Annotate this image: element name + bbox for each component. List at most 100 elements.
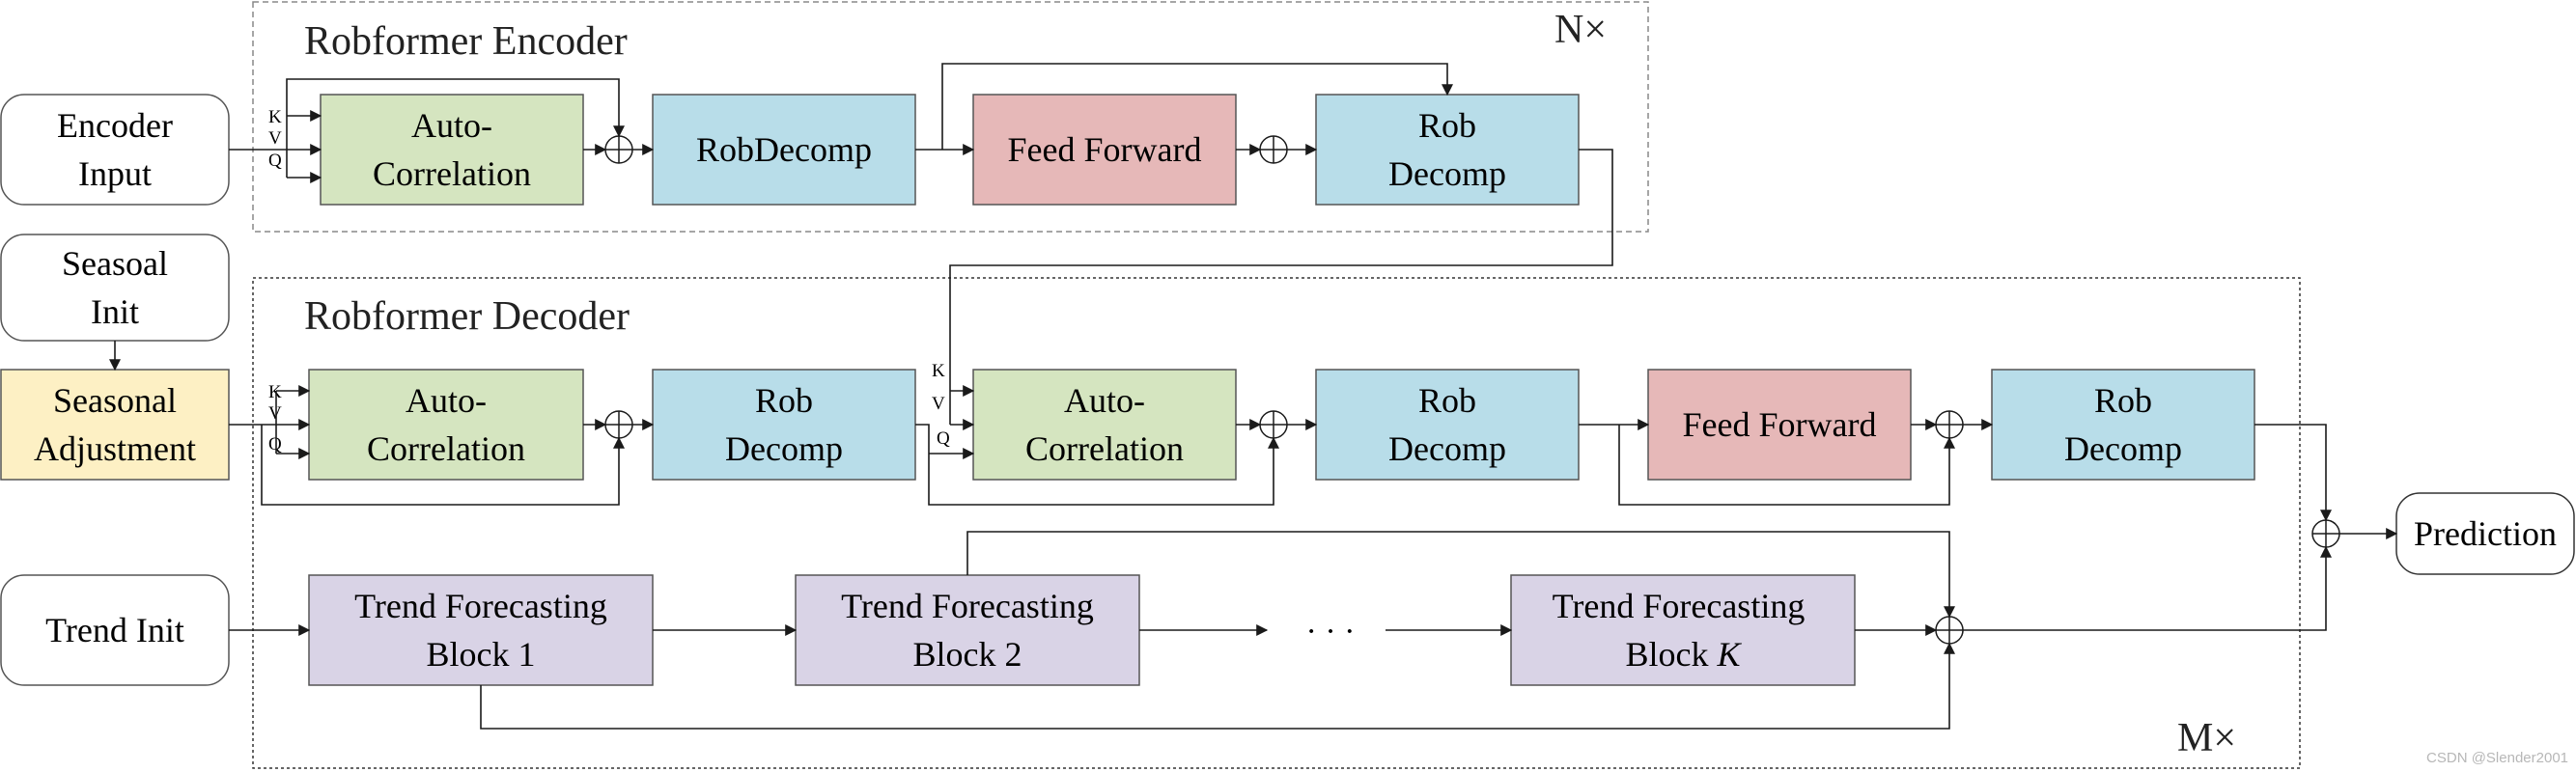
label-line: Correlation [1025, 429, 1184, 468]
trend-sum-node [1935, 616, 1964, 645]
label-line: Seasoal [62, 244, 168, 283]
dec-residual-3 [1618, 425, 1955, 506]
trend-init-box: Trend Init [0, 574, 230, 686]
enc-residual-1 [286, 78, 625, 138]
decoder-autocorrelation-1-box: Auto-Correlation [308, 369, 584, 481]
label-line: Rob [1418, 106, 1476, 145]
label-line: Feed Forward [1008, 130, 1202, 169]
label-line: Decomp [2064, 429, 2182, 468]
decoder-autocorrelation-2-label: Auto- Correlation [1025, 381, 1184, 468]
label-line: Auto- [411, 106, 492, 145]
ellipsis: · · · [1306, 614, 1356, 649]
encoder-container [252, 1, 1649, 233]
encoder-robdecomp-box: RobDecomp [652, 94, 916, 206]
enc-v-label: V [268, 128, 282, 149]
enc-k-label: K [268, 107, 282, 127]
encoder-autocorrelation-label: Auto- Correlation [373, 106, 531, 193]
encoder-feedforward-label: Feed Forward [1008, 130, 1202, 169]
trend-init-label: Trend Init [45, 611, 184, 649]
label-line: Block 2 [913, 635, 1022, 674]
trend-block-k-box: Trend Forecasting Block K [1510, 574, 1856, 686]
dec-sum-node-2 [1259, 410, 1288, 439]
label-line: Rob [755, 381, 813, 420]
label-line: Feed Forward [1683, 405, 1877, 444]
dec-residual-1 [261, 425, 625, 506]
label-line: RobDecomp [696, 130, 872, 169]
enc-residual-2 [941, 63, 1453, 150]
label-line: Seasonal [53, 381, 177, 420]
label-line: Correlation [367, 429, 525, 468]
encoder-feedforward-box: Feed Forward [972, 94, 1237, 206]
label-line: Rob [1418, 381, 1476, 420]
enc-sum-node-2 [1259, 135, 1288, 164]
output-sum-node [2311, 519, 2340, 548]
label-line: Decomp [1388, 429, 1506, 468]
label-line: Decomp [725, 429, 843, 468]
label-line: Trend Init [45, 611, 184, 649]
dec-residual-2 [928, 436, 1279, 506]
dec-rd3-to-output-sum [2254, 424, 2332, 522]
dec1-k-label: K [268, 382, 282, 402]
encoder-repeat: N× [1554, 8, 1607, 52]
enc-q-label: Q [268, 151, 282, 171]
decoder-autocorrelation-2-box: Auto- Correlation [972, 369, 1237, 481]
dec-sum-node-3 [1935, 410, 1964, 439]
decoder-feedforward-box: Feed Forward [1647, 369, 1912, 481]
dec2-v-label: V [932, 394, 945, 414]
dec-rd1-to-q [915, 424, 930, 454]
label-line: Input [78, 154, 152, 193]
watermark: CSDN @Slender2001 [2426, 750, 2568, 766]
label-line: Auto- [1064, 381, 1145, 420]
label-line: Trend Forecasting [354, 587, 607, 625]
trend-2-to-sum [966, 531, 1955, 619]
dec1-v-label: V [268, 403, 282, 424]
dec2-k-label: K [932, 361, 945, 381]
label-line: Rob [2094, 381, 2152, 420]
label-line: Init [91, 292, 139, 331]
decoder-autocorrelation-1-label: Auto-Correlation [367, 381, 525, 468]
label-line: Adjustment [34, 429, 196, 468]
decoder-feedforward-label: Feed Forward [1683, 405, 1877, 444]
label-line: Decomp [1388, 154, 1506, 193]
trend-1-to-sum [480, 642, 1955, 730]
encoder-title: Robformer Encoder [304, 19, 628, 64]
label-line: Trend Forecasting [841, 587, 1094, 625]
label-line: Encoder [57, 106, 173, 145]
encoder-robdecomp-label: RobDecomp [696, 130, 872, 169]
trend-sum-to-output-sum [1963, 545, 2332, 631]
encoder-autocorrelation-box: Auto- Correlation [320, 94, 584, 206]
label-line: Block 1 [427, 635, 536, 674]
decoder-title: Robformer Decoder [304, 294, 630, 339]
trend-block-k-label: Trend Forecasting Block K [1553, 587, 1814, 674]
decoder-container [252, 277, 2301, 769]
label-line: Prediction [2414, 514, 2557, 553]
dec-sum-node-1 [604, 410, 633, 439]
enc-sum-node-1 [604, 135, 633, 164]
prediction-label: Prediction [2414, 514, 2557, 553]
prediction-box: Prediction [2395, 492, 2575, 575]
decoder-repeat: M× [2177, 716, 2236, 760]
label-line: Correlation [373, 154, 531, 193]
dec1-q-label: Q [268, 434, 282, 455]
dec2-q-label: Q [937, 428, 950, 449]
enc-output-line [949, 149, 1613, 391]
